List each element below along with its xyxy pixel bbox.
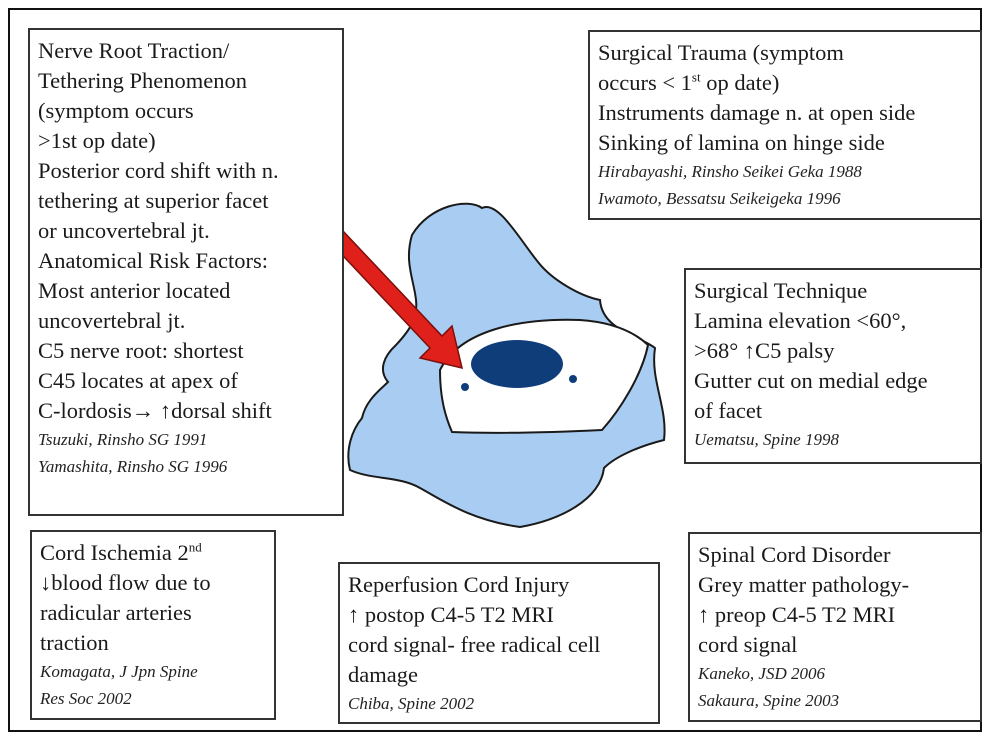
right-root-dot bbox=[569, 375, 577, 383]
surgical-trauma-ref: Hirabayashi, Rinsho Seikei Geka 1988 bbox=[598, 158, 972, 185]
surgical-technique-line: of facet bbox=[694, 396, 972, 426]
nerve-root-line: Most anterior located bbox=[38, 276, 334, 306]
nerve-root-line: C45 locates at apex of bbox=[38, 366, 334, 396]
nerve-root-line: C5 nerve root: shortest bbox=[38, 336, 334, 366]
surgical-trauma-line: Sinking of lamina on hinge side bbox=[598, 128, 972, 158]
spinal-cord-ref: Sakaura, Spine 2003 bbox=[698, 687, 972, 714]
spinal-cord-disorder-box: Spinal Cord Disorder Grey matter patholo… bbox=[688, 532, 982, 722]
nerve-root-line: (symptom occurs bbox=[38, 96, 334, 126]
nerve-root-line: tethering at superior facet bbox=[38, 186, 334, 216]
nerve-root-line: or uncovertebral jt. bbox=[38, 216, 334, 246]
reperfusion-line: damage bbox=[348, 660, 650, 690]
surgical-trauma-ref: Iwamoto, Bessatsu Seikeigeka 1996 bbox=[598, 185, 972, 212]
cord-ischemia-line: traction bbox=[40, 628, 266, 658]
cord-ischemia-line: radicular arteries bbox=[40, 598, 266, 628]
surgical-trauma-title-2: occurs < 1st op date) bbox=[598, 68, 972, 98]
reperfusion-box: Reperfusion Cord Injury ↑ postop C4-5 T2… bbox=[338, 562, 660, 724]
left-root-dot bbox=[461, 383, 469, 391]
reperfusion-line: cord signal- free radical cell bbox=[348, 630, 650, 660]
nerve-root-traction-box: Nerve Root Traction/ Tethering Phenomeno… bbox=[28, 28, 344, 516]
nerve-root-line: uncovertebral jt. bbox=[38, 306, 334, 336]
surgical-technique-line: Lamina elevation <60°, bbox=[694, 306, 972, 336]
spinal-cord-line: ↑ preop C4-5 T2 MRI bbox=[698, 600, 972, 630]
nerve-root-line: Nerve Root Traction/ bbox=[38, 36, 334, 66]
surgical-technique-ref: Uematsu, Spine 1998 bbox=[694, 426, 972, 453]
nerve-root-line: Tethering Phenomenon bbox=[38, 66, 334, 96]
reperfusion-line: Reperfusion Cord Injury bbox=[348, 570, 650, 600]
surgical-technique-box: Surgical Technique Lamina elevation <60°… bbox=[684, 268, 982, 464]
nerve-root-line: Posterior cord shift with n. bbox=[38, 156, 334, 186]
nerve-root-ref: Tsuzuki, Rinsho SG 1991 bbox=[38, 426, 334, 453]
cord-ischemia-box: Cord Ischemia 2nd ↓blood flow due to rad… bbox=[30, 530, 276, 720]
cord-ischemia-ref: Komagata, J Jpn Spine bbox=[40, 658, 266, 685]
nerve-root-line: C-lordosis→ ↑dorsal shift bbox=[38, 396, 334, 426]
spinal-cord-line: Spinal Cord Disorder bbox=[698, 540, 972, 570]
reperfusion-ref: Chiba, Spine 2002 bbox=[348, 690, 650, 717]
nerve-root-line: Anatomical Risk Factors: bbox=[38, 246, 334, 276]
cord-ischemia-line: ↓blood flow due to bbox=[40, 568, 266, 598]
nerve-root-ref: Yamashita, Rinsho SG 1996 bbox=[38, 453, 334, 480]
surgical-technique-line: Surgical Technique bbox=[694, 276, 972, 306]
cord-ischemia-title: Cord Ischemia 2nd bbox=[40, 538, 266, 568]
spinal-cord-line: Grey matter pathology- bbox=[698, 570, 972, 600]
surgical-trauma-box: Surgical Trauma (symptom occurs < 1st op… bbox=[588, 30, 982, 220]
spinal-cord-ref: Kaneko, JSD 2006 bbox=[698, 660, 972, 687]
nerve-root-line: >1st op date) bbox=[38, 126, 334, 156]
surgical-trauma-title: Surgical Trauma (symptom bbox=[598, 38, 972, 68]
surgical-trauma-line: Instruments damage n. at open side bbox=[598, 98, 972, 128]
spinal-cord-line: cord signal bbox=[698, 630, 972, 660]
spinal-cord-ellipse bbox=[471, 340, 563, 388]
surgical-technique-line: Gutter cut on medial edge bbox=[694, 366, 972, 396]
reperfusion-line: ↑ postop C4-5 T2 MRI bbox=[348, 600, 650, 630]
surgical-technique-line: >68° ↑C5 palsy bbox=[694, 336, 972, 366]
cord-ischemia-ref: Res Soc 2002 bbox=[40, 685, 266, 712]
